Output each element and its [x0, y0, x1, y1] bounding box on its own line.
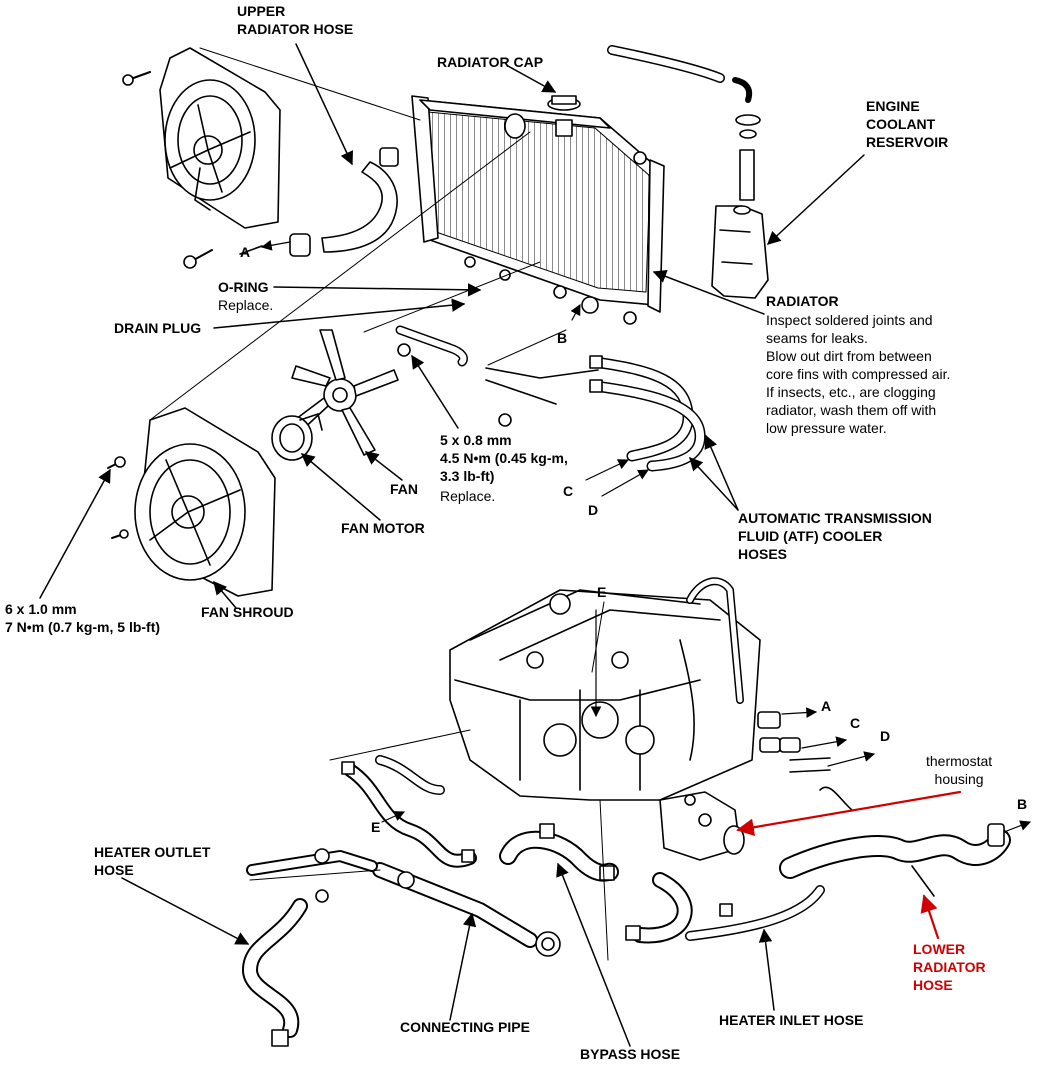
- upper-fan-shroud-drawing: [122, 47, 281, 269]
- ref-letter-c-upper: C: [563, 483, 574, 499]
- left-small-hoses-drawing: [341, 755, 477, 868]
- connecting-pipe-label: CONNECTING PIPE: [400, 1019, 530, 1035]
- red-callouts: [736, 790, 962, 940]
- fan-label: FAN: [390, 481, 418, 497]
- ref-letter-a-upper: A: [240, 244, 251, 260]
- lower-radiator-hose-label: LOWER RADIATOR HOSE: [913, 941, 986, 993]
- fan-bolt-spec: 5 x 0.8 mm 4.5 N•m (0.45 kg-m, 3.3 lb-ft…: [440, 432, 568, 484]
- radiator-inspection-note: Inspect soldered joints and seams for le…: [766, 312, 951, 436]
- fan-bolt-spec-note: Replace.: [440, 488, 496, 504]
- engine-drawing: [449, 577, 761, 801]
- upper-radiator-hose-label: UPPER RADIATOR HOSE: [237, 3, 354, 37]
- ref-letter-d-lower: D: [880, 728, 891, 744]
- ref-letter-b-upper: B: [557, 330, 568, 346]
- lower-radiator-hose-drawing: [779, 823, 1011, 897]
- fan-shroud-label: FAN SHROUD: [201, 604, 294, 620]
- bypass-hose-drawing: [499, 823, 619, 882]
- atf-cooler-hoses-drawing: [395, 325, 706, 472]
- shroud-bolt-spec: 6 x 1.0 mm 7 N•m (0.7 kg-m, 5 lb-ft): [5, 601, 161, 635]
- radiator-drawing: [411, 95, 665, 325]
- ref-letter-d-upper: D: [588, 502, 599, 518]
- atf-cooler-hoses-label: AUTOMATIC TRANSMISSION FLUID (ATF) COOLE…: [738, 510, 932, 562]
- ref-letter-a-lower: A: [821, 698, 832, 714]
- o-ring-label: O-RING: [218, 279, 269, 295]
- fan-motor-label: FAN MOTOR: [341, 520, 425, 536]
- ref-letter-b-lower: B: [1017, 796, 1028, 812]
- coolant-reservoir-drawing: [607, 45, 769, 299]
- o-ring-note: Replace.: [218, 297, 274, 313]
- radiator-cap-label: RADIATOR CAP: [437, 54, 544, 70]
- heater-outlet-hose-label: HEATER OUTLET HOSE: [94, 844, 211, 878]
- ref-letter-e-upper: E: [597, 584, 607, 600]
- upper-radiator-hose-drawing: [239, 147, 399, 257]
- ref-letter-c-lower: C: [850, 715, 861, 731]
- fan-motor-drawing: [271, 413, 323, 461]
- ref-letter-e-lower: E: [371, 819, 381, 835]
- right-fittings-drawing: [757, 711, 853, 811]
- reference-arrows: [260, 239, 1032, 833]
- leader-lines: [39, 43, 865, 1047]
- fan-blade-drawing: [291, 329, 399, 456]
- thermostat-housing-label: thermostat housing: [926, 753, 993, 787]
- heater-inlet-hose-drawing: [625, 872, 825, 944]
- lower-fan-shroud-drawing: [107, 407, 276, 597]
- bypass-hose-label: BYPASS HOSE: [580, 1046, 681, 1062]
- heater-outlet-hose-drawing: [242, 848, 378, 1047]
- drain-plug-label: DRAIN PLUG: [114, 320, 202, 336]
- connecting-pipe-drawing: [372, 862, 561, 957]
- thermostat-housing-drawing: [659, 791, 745, 861]
- engine-coolant-reservoir-label: ENGINE COOLANT RESERVOIR: [866, 98, 949, 150]
- radiator-label: RADIATOR: [766, 293, 839, 309]
- heater-inlet-hose-label: HEATER INLET HOSE: [719, 1012, 864, 1028]
